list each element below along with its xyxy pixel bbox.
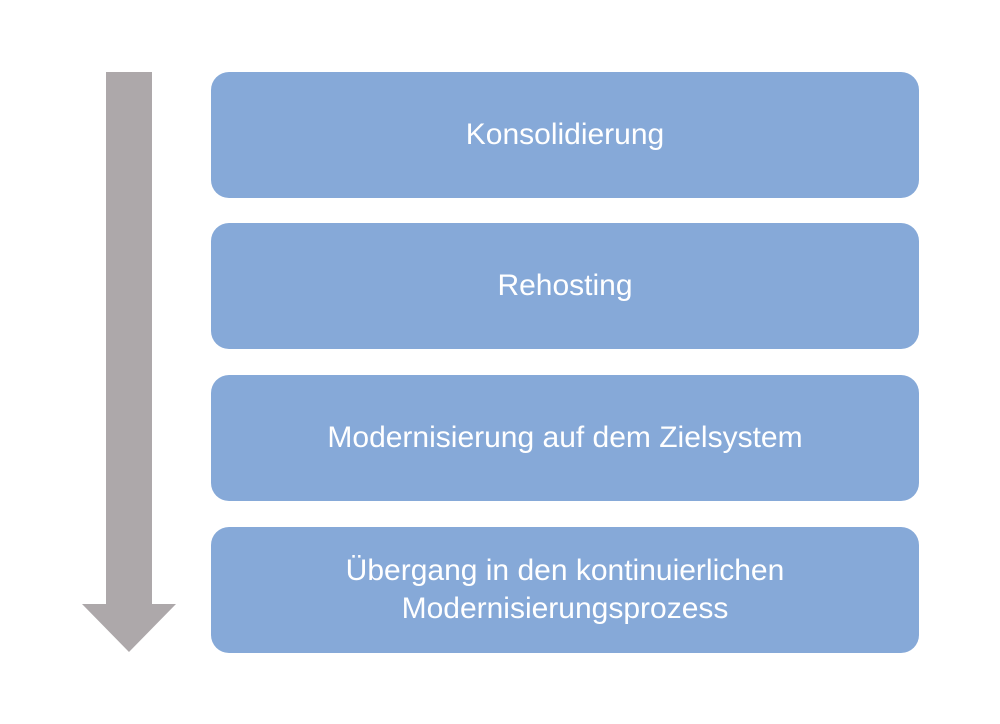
step-box-3: Modernisierung auf dem Zielsystem [211,375,919,501]
step-label-2: Rehosting [497,269,633,302]
down-arrow-icon [82,72,176,652]
step-box-4: Übergang in den kontinuierlichen Moderni… [211,527,919,653]
step-label-3: Modernisierung auf dem Zielsystem [327,421,803,454]
step-label-1: Konsolidierung [465,118,665,151]
step-label-4: Übergang in den kontinuierlichen Moderni… [345,554,785,625]
step-box-2: Rehosting [211,223,919,349]
arrow-shape [82,72,176,652]
step-box-1: Konsolidierung [211,72,919,198]
